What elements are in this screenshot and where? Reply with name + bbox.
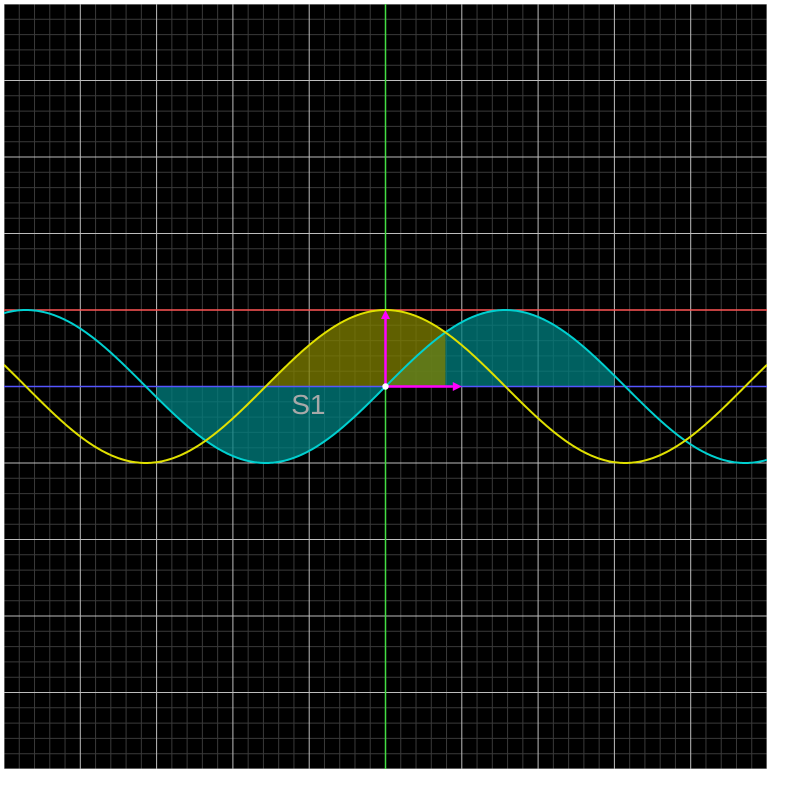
basis-vectors[interactable] bbox=[381, 310, 462, 391]
origin-point[interactable] bbox=[382, 383, 389, 390]
vector-arrowhead-1[interactable] bbox=[452, 382, 462, 391]
vector-arrowhead-2[interactable] bbox=[381, 310, 390, 319]
region-label-1: S1 bbox=[291, 389, 325, 420]
annotation-labels: S1 bbox=[291, 389, 325, 420]
plot-area[interactable]: S1 bbox=[4, 4, 767, 769]
filled-region-2 bbox=[265, 310, 446, 387]
plot-canvas[interactable]: S1 bbox=[4, 4, 767, 769]
